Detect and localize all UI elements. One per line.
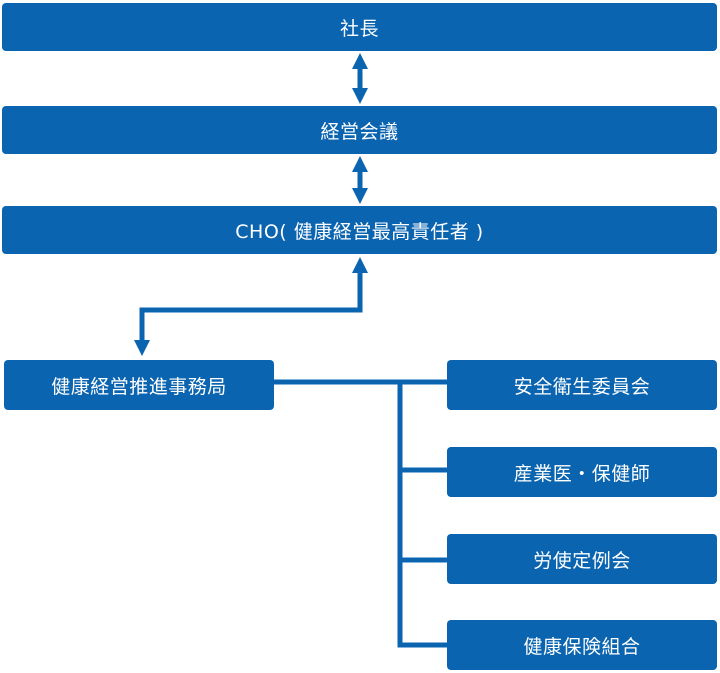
arrow-cho-office — [133, 256, 369, 357]
node-labor-council-label: 労使定例会 — [533, 549, 631, 572]
node-management-meeting: 経営会議 — [2, 106, 717, 154]
node-safety-committee: 安全衛生委員会 — [447, 360, 717, 410]
node-health-office: 健康経営推進事務局 — [4, 360, 274, 410]
node-president: 社長 — [2, 3, 717, 51]
node-management-meeting-label: 経営会議 — [320, 120, 399, 143]
node-health-insurance: 健康保険組合 — [447, 620, 717, 670]
node-health-office-label: 健康経営推進事務局 — [51, 375, 227, 398]
node-labor-council: 労使定例会 — [447, 534, 717, 584]
node-health-insurance-label: 健康保険組合 — [523, 635, 641, 658]
node-industrial-doctor-label: 産業医・保健師 — [513, 462, 651, 485]
node-cho-label: CHO( 健康経営最高責任者 ) — [235, 220, 484, 243]
node-industrial-doctor: 産業医・保健師 — [447, 447, 717, 497]
node-president-label: 社長 — [339, 17, 379, 40]
node-safety-committee-label: 安全衛生委員会 — [513, 375, 651, 398]
node-cho: CHO( 健康経営最高責任者 ) — [2, 206, 717, 254]
